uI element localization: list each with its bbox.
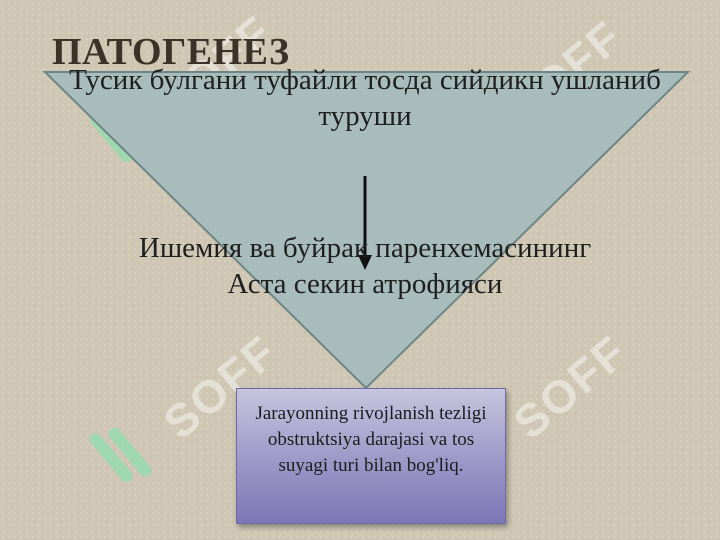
note-box: Jarayonning rivojlanish tezligi obstrukt…	[236, 388, 506, 524]
arrow-down-icon	[358, 176, 372, 270]
step-2-text: Ишемия ва буйрак паренхемасининг Аста се…	[138, 232, 592, 300]
step-1-text: Тусик булгани туфайли тосда сийдикн ушла…	[69, 64, 661, 132]
page-title: ПАТОГЕНЕЗ	[52, 31, 290, 73]
note-box-text: Jarayonning rivojlanish tezligi obstrukt…	[255, 403, 487, 476]
